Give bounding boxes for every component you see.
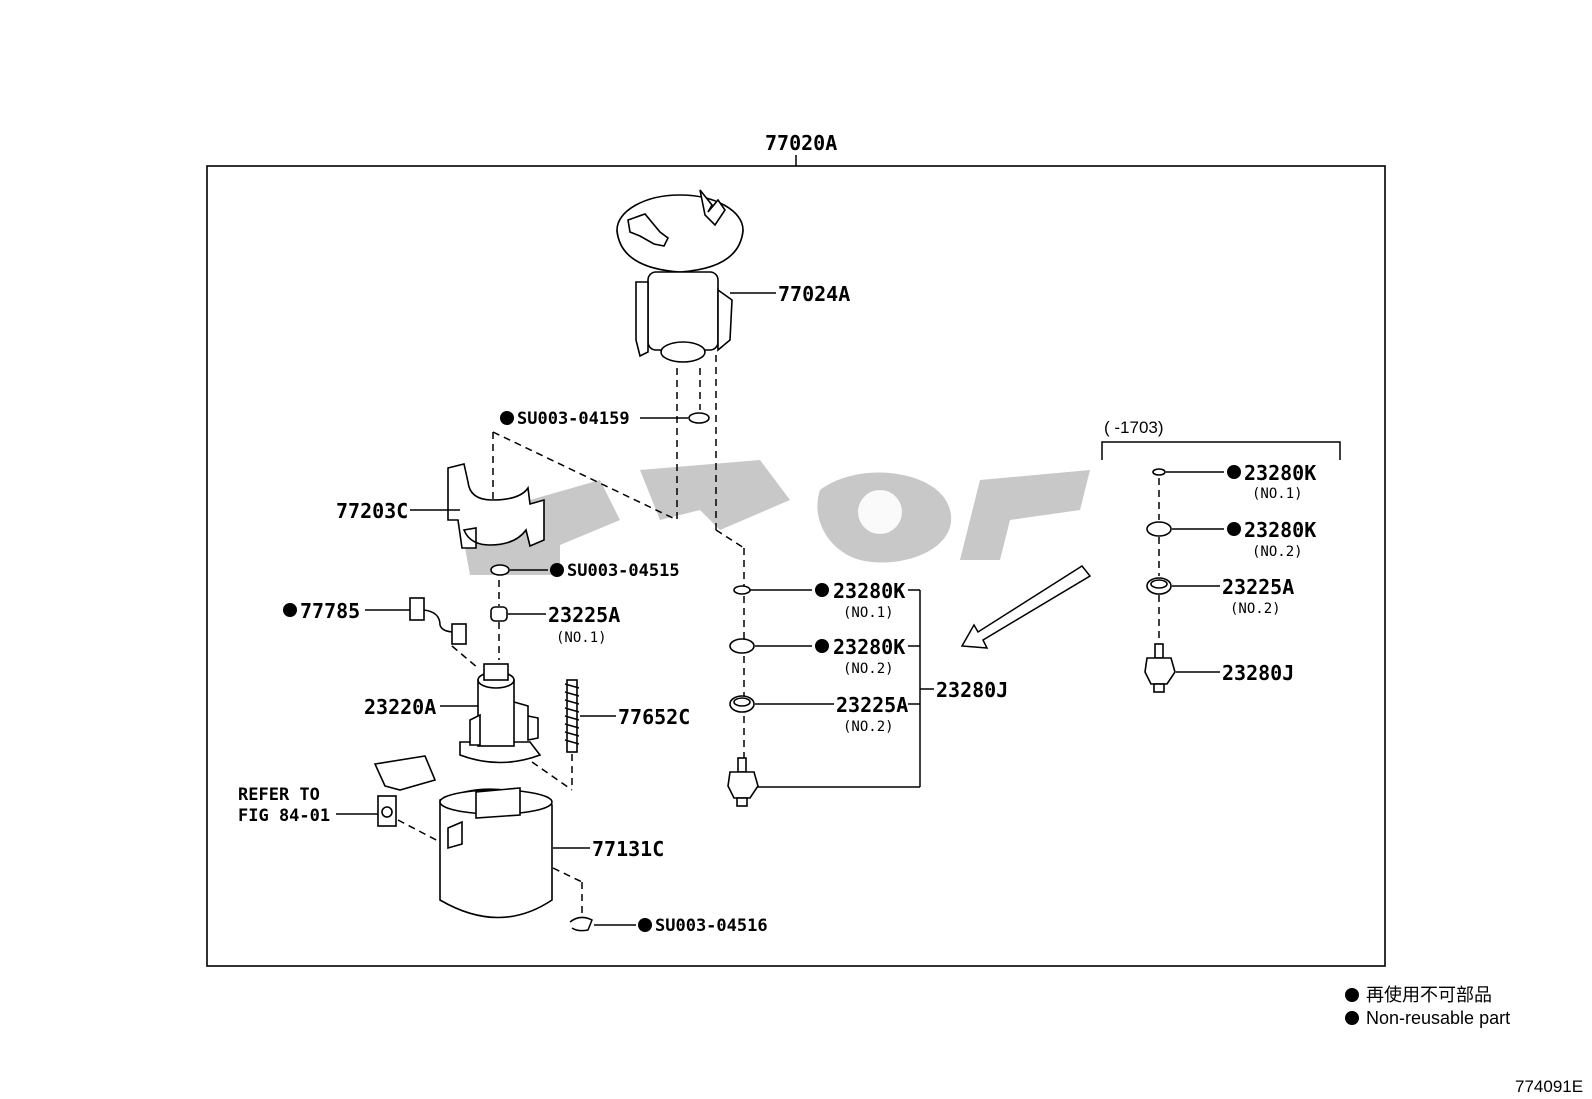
arrow-icon bbox=[960, 565, 1092, 649]
label-23280K-mid-1: 23280K bbox=[833, 579, 905, 603]
label-refer-to: REFER TO bbox=[238, 785, 320, 805]
label-no2-mid-a: (NO.2) bbox=[843, 661, 894, 677]
label-23225A-right: 23225A bbox=[1222, 575, 1294, 599]
label-23280J-right: 23280J bbox=[1222, 661, 1294, 685]
label-77652C: 77652C bbox=[618, 705, 690, 729]
filter-cup-part bbox=[439, 787, 553, 919]
legend-en: Non-reusable part bbox=[1366, 1008, 1510, 1028]
assembly-label: 77020A bbox=[765, 131, 837, 155]
legend: 再使用不可部品 Non-reusable part bbox=[1345, 985, 1510, 1028]
check-valve-right-part bbox=[1144, 643, 1176, 693]
pump-flange-part bbox=[616, 189, 744, 363]
label-23225A-mid: 23225A bbox=[836, 693, 908, 717]
label-no1-mid: (NO.1) bbox=[843, 605, 894, 621]
label-su003-04515: SU003-04515 bbox=[567, 561, 680, 581]
label-77131C: 77131C bbox=[592, 837, 664, 861]
label-no2-mid-b: (NO.2) bbox=[843, 719, 894, 735]
watermark-logo bbox=[460, 460, 1090, 575]
label-su003-04516: SU003-04516 bbox=[655, 916, 768, 936]
label-fig-84-01: FIG 84-01 bbox=[238, 806, 330, 826]
label-no1-right: (NO.1) bbox=[1252, 486, 1303, 502]
spring-part bbox=[564, 679, 580, 753]
check-valve-mid-part bbox=[727, 757, 759, 807]
label-23280K-right-2: 23280K bbox=[1244, 518, 1316, 542]
bracket-part bbox=[447, 463, 545, 549]
label-77785: 77785 bbox=[300, 599, 360, 623]
label-no2-right-a: (NO.2) bbox=[1252, 544, 1303, 560]
label-23225A-left: 23225A bbox=[548, 603, 620, 627]
label-bracket-range: ( -1703) bbox=[1104, 418, 1164, 437]
wire-harness-part bbox=[409, 597, 467, 645]
label-23280K-right-1: 23280K bbox=[1244, 461, 1316, 485]
label-77024A: 77024A bbox=[778, 282, 850, 306]
label-no1-left: (NO.1) bbox=[556, 630, 607, 646]
sender-gauge-part bbox=[373, 755, 437, 827]
label-23280J-mid: 23280J bbox=[936, 678, 1008, 702]
figure-number: 774091E bbox=[1515, 1077, 1583, 1096]
label-23280K-mid-2: 23280K bbox=[833, 635, 905, 659]
fuel-pump-part bbox=[459, 663, 542, 764]
legend-jp: 再使用不可部品 bbox=[1366, 985, 1492, 1005]
label-su003-04159: SU003-04159 bbox=[517, 409, 630, 429]
label-77203C: 77203C bbox=[336, 499, 408, 523]
label-23220A: 23220A bbox=[364, 695, 436, 719]
label-no2-right-b: (NO.2) bbox=[1230, 601, 1281, 617]
